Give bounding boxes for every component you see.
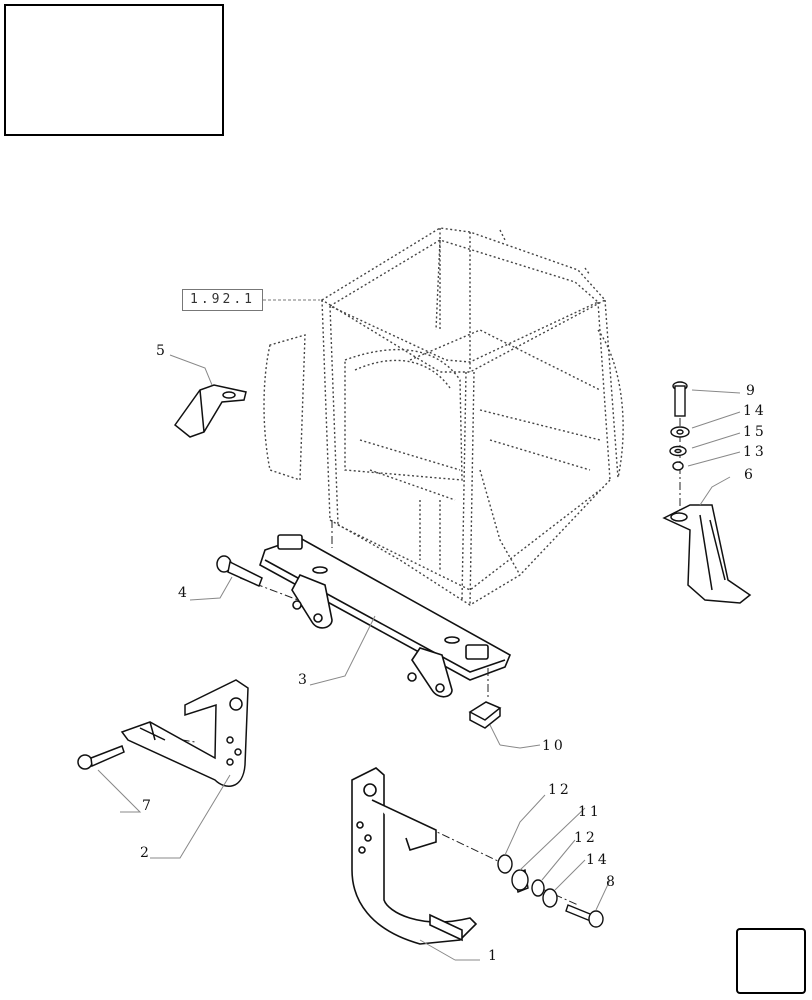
callout-9: 9	[746, 383, 758, 399]
part-1-stay	[351, 767, 478, 945]
callout-leaders	[97, 354, 741, 961]
parts-8-14-bushing-stack	[497, 854, 604, 928]
part-7-bolt	[77, 745, 125, 770]
callout-6: 6	[744, 467, 756, 483]
callout-11: 11	[578, 804, 602, 820]
callout-8: 8	[606, 874, 618, 890]
callout-3: 3	[298, 672, 310, 688]
reference-box[interactable]: 1.92.1	[182, 289, 263, 311]
part-4-bolt	[216, 555, 263, 588]
callout-4: 4	[178, 585, 190, 601]
callout-12b: 12	[574, 830, 598, 846]
callout-5: 5	[156, 343, 168, 359]
callout-12a: 12	[548, 782, 572, 798]
callout-15: 15	[743, 424, 767, 440]
cab-frame-illustration	[263, 227, 624, 606]
part-2-stay	[120, 679, 249, 787]
callout-10: 10	[542, 738, 566, 754]
callout-1: 1	[488, 948, 500, 964]
parts-9-15-hardware-stack	[669, 381, 690, 471]
callout-7: 7	[142, 798, 154, 814]
part-5-bracket	[173, 384, 247, 438]
next-page-button[interactable]	[736, 928, 806, 994]
part-10-pad	[468, 701, 502, 729]
callout-14b: 14	[586, 852, 610, 868]
callout-13: 13	[743, 444, 767, 460]
part-3-cross-member	[259, 534, 512, 698]
callout-2: 2	[140, 845, 152, 861]
callout-14a: 14	[743, 403, 767, 419]
thumbnail-frame	[4, 4, 224, 136]
part-6-bracket	[662, 504, 752, 604]
